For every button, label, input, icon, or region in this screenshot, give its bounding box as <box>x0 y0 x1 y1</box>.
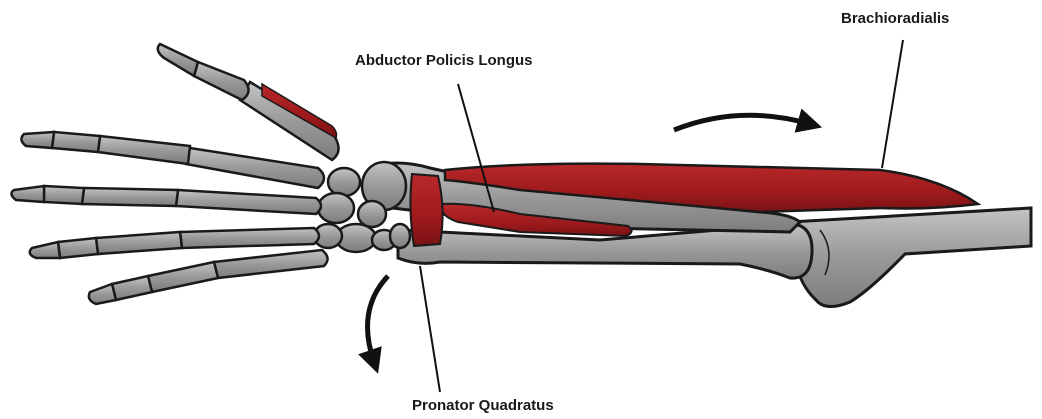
thumb-bones <box>158 44 339 160</box>
brachioradialis-label: Brachioradialis <box>841 10 949 27</box>
supination-arrow <box>674 115 810 130</box>
pronator-quadratus-muscle <box>410 174 442 246</box>
ring-finger-bones <box>30 228 319 258</box>
pronator-quadratus-leader-line <box>420 266 440 392</box>
pronator-quadratus-label: Pronator Quadratus <box>412 397 554 414</box>
pronation-arrow <box>368 276 388 362</box>
abductor-pollicis-longus-label: Abductor Policis Longus <box>355 52 533 69</box>
brachioradialis-leader-line <box>882 40 903 168</box>
little-finger-bones <box>89 250 328 304</box>
humerus-bone <box>790 208 1031 307</box>
middle-finger-bones <box>11 186 321 214</box>
carpal-bones <box>314 162 410 252</box>
index-finger-bones <box>21 132 324 188</box>
